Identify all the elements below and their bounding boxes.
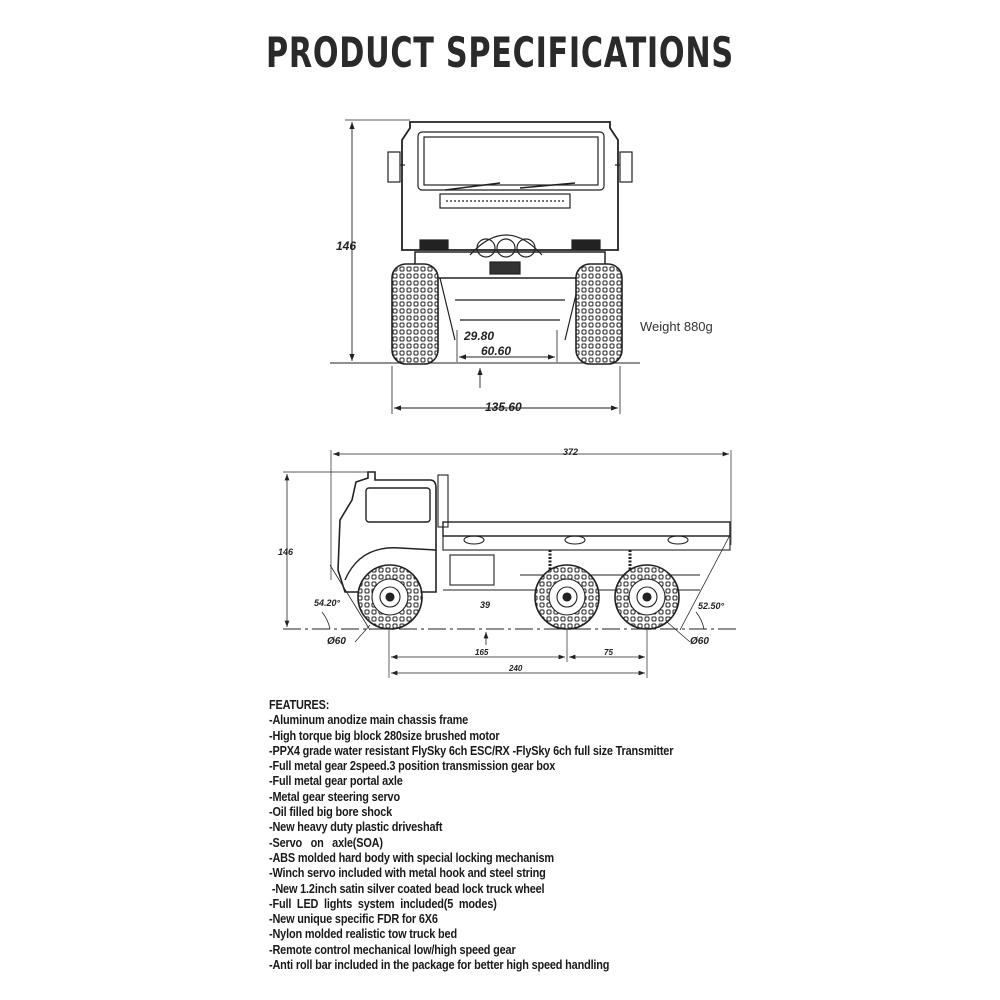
front-height-label: 146 bbox=[336, 239, 356, 253]
departure-angle-label: 52.50° bbox=[698, 601, 725, 611]
title-text: PRODUCT SPECIFICATIONS bbox=[266, 28, 734, 77]
middle-wheel bbox=[534, 564, 600, 630]
front-wheel-diameter-label: Ø60 bbox=[327, 636, 346, 647]
feature-item: -Full LED lights system included(5 modes… bbox=[269, 895, 497, 911]
feature-item: -Nylon molded realistic tow truck bed bbox=[269, 926, 457, 942]
front-view-drawing bbox=[330, 119, 640, 414]
wheelbase-rear-label: 75 bbox=[604, 648, 613, 657]
approach-angle-label: 54.20° bbox=[314, 598, 341, 608]
feature-item: -Aluminum anodize main chassis frame bbox=[269, 712, 469, 728]
feature-item: -New unique specific FDR for 6X6 bbox=[269, 911, 438, 927]
feature-item: -High torque big block 280size brushed m… bbox=[269, 727, 500, 743]
features-list: FEATURES: -Aluminum anodize main chassis… bbox=[269, 697, 969, 972]
ground-clearance-label: 39 bbox=[480, 600, 490, 610]
feature-item: -Oil filled big bore shock bbox=[269, 804, 393, 820]
feature-item: -Full metal gear portal axle bbox=[269, 773, 403, 789]
feature-item: -Metal gear steering servo bbox=[269, 788, 400, 804]
feature-item: -New heavy duty plastic driveshaft bbox=[269, 819, 443, 835]
weight-label: Weight 880g bbox=[640, 319, 713, 334]
wheelbase-total-label: 240 bbox=[508, 664, 523, 673]
side-height-label: 146 bbox=[278, 547, 294, 557]
front-width-label: 135.60 bbox=[485, 400, 522, 414]
front-inner-dim-label: 29.80 bbox=[463, 329, 494, 343]
wheelbase-front-label: 165 bbox=[475, 648, 489, 657]
feature-item: -New 1.2inch satin silver coated bead lo… bbox=[269, 880, 545, 896]
side-length-label: 372 bbox=[563, 447, 578, 457]
feature-item: -Servo on axle(SOA) bbox=[269, 834, 383, 850]
front-wheel bbox=[357, 564, 423, 630]
feature-item: -ABS molded hard body with special locki… bbox=[269, 849, 554, 865]
side-view-drawing bbox=[283, 450, 740, 678]
front-track-label: 60.60 bbox=[481, 344, 511, 358]
page-title: PRODUCT SPECIFICATIONS bbox=[0, 28, 1000, 77]
rear-wheel bbox=[614, 564, 680, 630]
features-heading: FEATURES: bbox=[269, 697, 330, 712]
feature-item: -Full metal gear 2speed.3 position trans… bbox=[269, 758, 556, 774]
feature-item: -Remote control mechanical low/high spee… bbox=[269, 941, 516, 957]
feature-item: -Winch servo included with metal hook an… bbox=[269, 865, 546, 881]
rear-wheel-diameter-label: Ø60 bbox=[690, 636, 709, 647]
feature-item: -PPX4 grade water resistant FlySky 6ch E… bbox=[269, 742, 674, 758]
feature-item: -Anti roll bar included in the package f… bbox=[269, 957, 610, 973]
